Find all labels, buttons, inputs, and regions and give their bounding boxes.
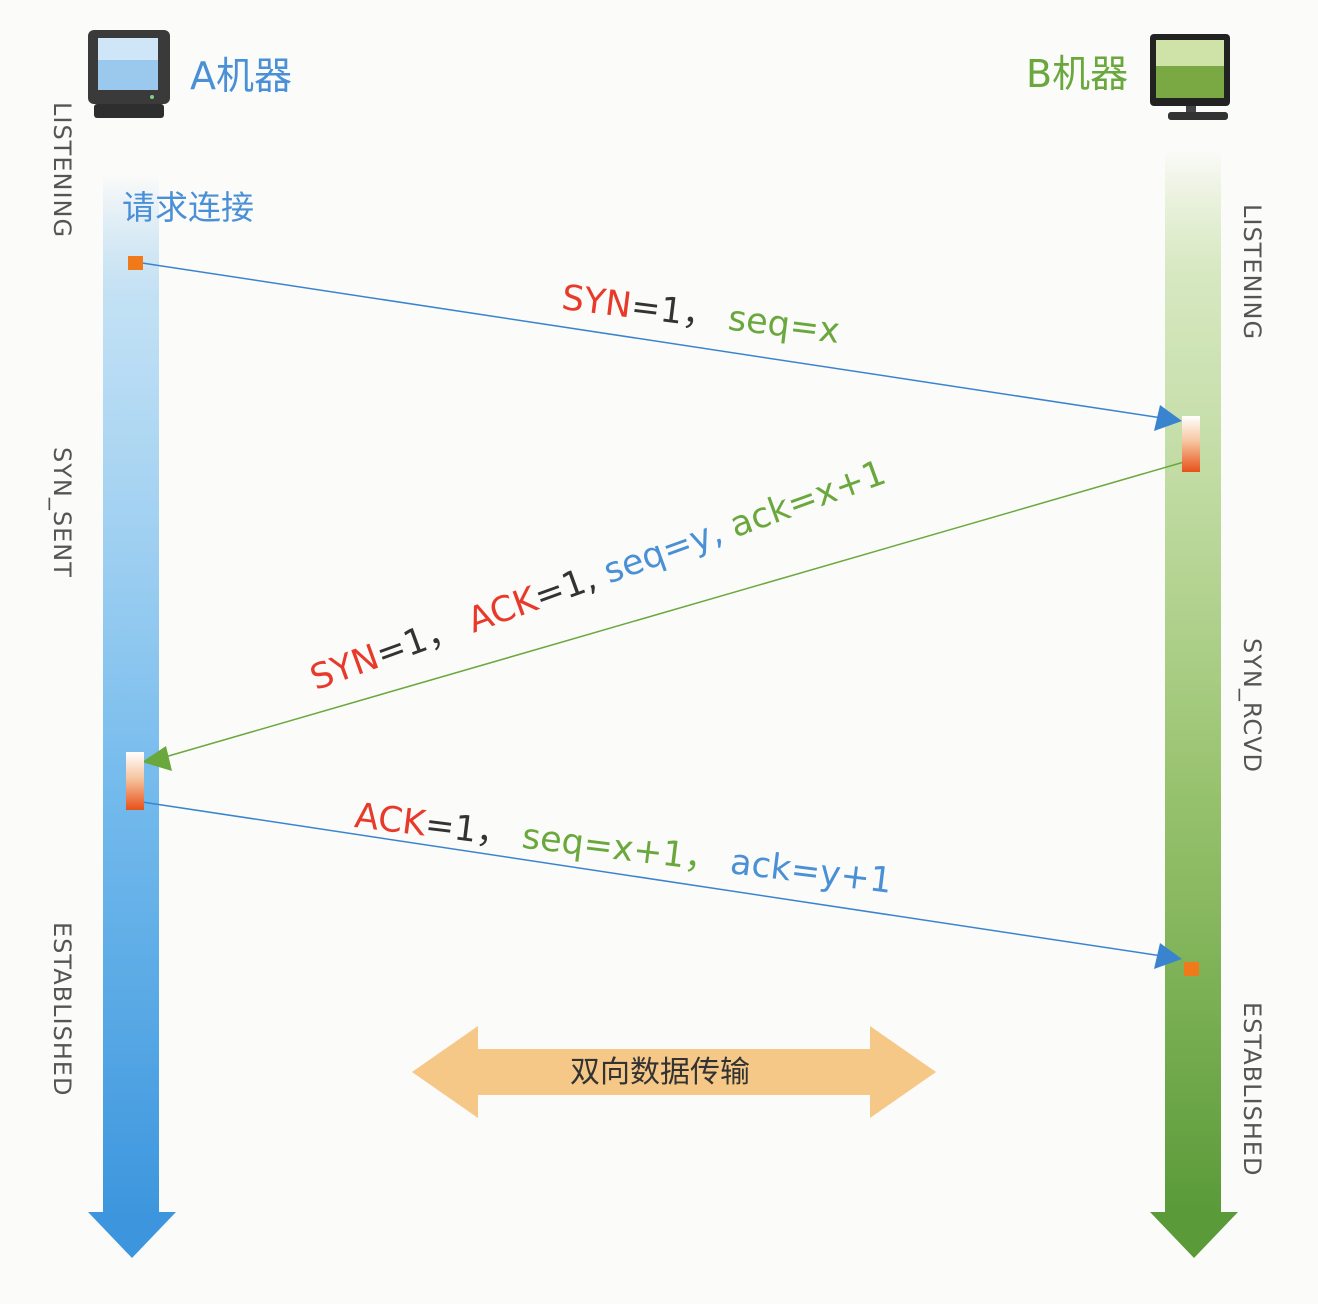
msg1-syn-flag: SYN <box>560 278 634 326</box>
a-state-syn-sent: SYN_SENT <box>48 447 76 578</box>
machine-a-label: A机器 <box>190 54 292 98</box>
ack-arrow <box>142 802 1182 969</box>
machine-a-lifeline <box>88 175 176 1258</box>
msg3-ack-flag: ACK <box>353 796 428 844</box>
b-state-established: ESTABLISHED <box>1238 1002 1266 1176</box>
lcd-monitor-icon <box>1150 34 1230 120</box>
marker-a-request <box>128 256 143 270</box>
a-state-established: ESTABLISHED <box>48 922 76 1096</box>
b-state-syn-rcvd: SYN_RCVD <box>1238 638 1266 773</box>
marker-b-established <box>1184 962 1199 976</box>
machine-b-lifeline <box>1150 150 1238 1258</box>
syn-arrow <box>142 263 1182 431</box>
machine-b-label: B机器 <box>1026 52 1128 96</box>
a-state-listening: LISTENING <box>48 102 76 238</box>
b-state-listening: LISTENING <box>1238 204 1266 340</box>
request-connection-label: 请求连接 <box>122 188 254 228</box>
marker-a-established <box>126 752 144 810</box>
marker-b-synrcvd <box>1182 416 1200 472</box>
data-transfer-label: 双向数据传输 <box>570 1054 750 1092</box>
syn-ack-arrow <box>142 462 1184 771</box>
crt-monitor-icon <box>88 30 170 118</box>
